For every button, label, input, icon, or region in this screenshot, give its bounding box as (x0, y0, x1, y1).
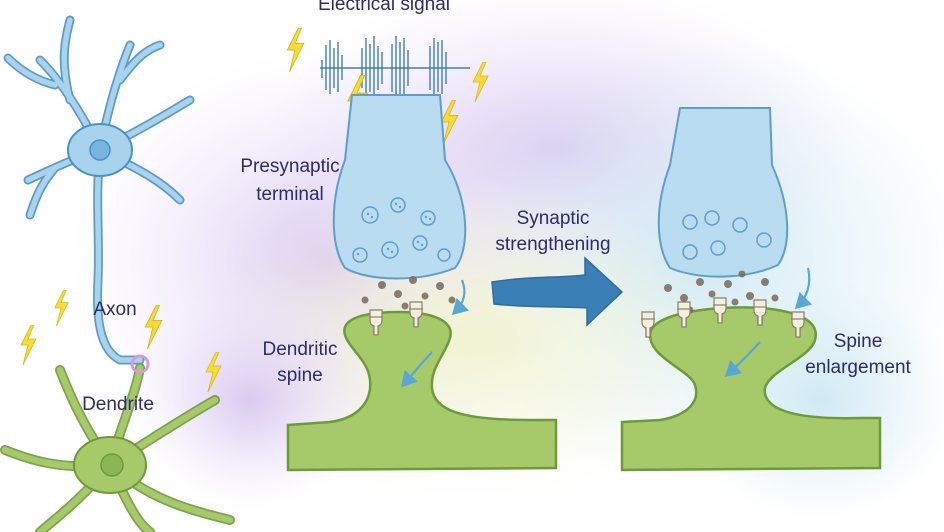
label-synaptic-line2: strengthening (495, 234, 610, 255)
label-electrical-signal: Electrical signal (318, 0, 450, 15)
small-curved-arrow-icon (794, 267, 813, 310)
label-dendrite: Dendrite (82, 394, 154, 415)
presynaptic-neuron (3, 15, 195, 365)
label-axon: Axon (93, 299, 136, 320)
electrical-signal-waveform (320, 36, 470, 98)
dendritic-spine-left (286, 276, 558, 472)
presynaptic-terminal-right (657, 107, 789, 278)
small-curved-arrow-icon (451, 279, 470, 316)
label-dendritic-line2: spine (277, 365, 322, 386)
label-spine-line1: Spine (834, 331, 883, 352)
lightning-bolt-icon (20, 325, 37, 365)
postsynaptic-neuron (0, 363, 235, 532)
presynaptic-terminal-left (332, 94, 467, 280)
synapse-highlight (130, 354, 150, 374)
big-right-arrow-icon (491, 256, 624, 327)
label-dendritic-line1: Dendritic (263, 339, 338, 360)
label-spine-line2: enlargement (805, 357, 911, 378)
label-presynaptic-line2: terminal (256, 184, 324, 205)
small-curved-arrow-icon (724, 341, 761, 377)
lightning-bolt-icon (54, 290, 69, 326)
label-synaptic-line1: Synaptic (517, 208, 590, 229)
small-curved-arrow-icon (401, 351, 433, 388)
label-presynaptic-line1: Presynaptic (240, 156, 339, 177)
dendritic-spine-right-enlarged (620, 267, 882, 472)
